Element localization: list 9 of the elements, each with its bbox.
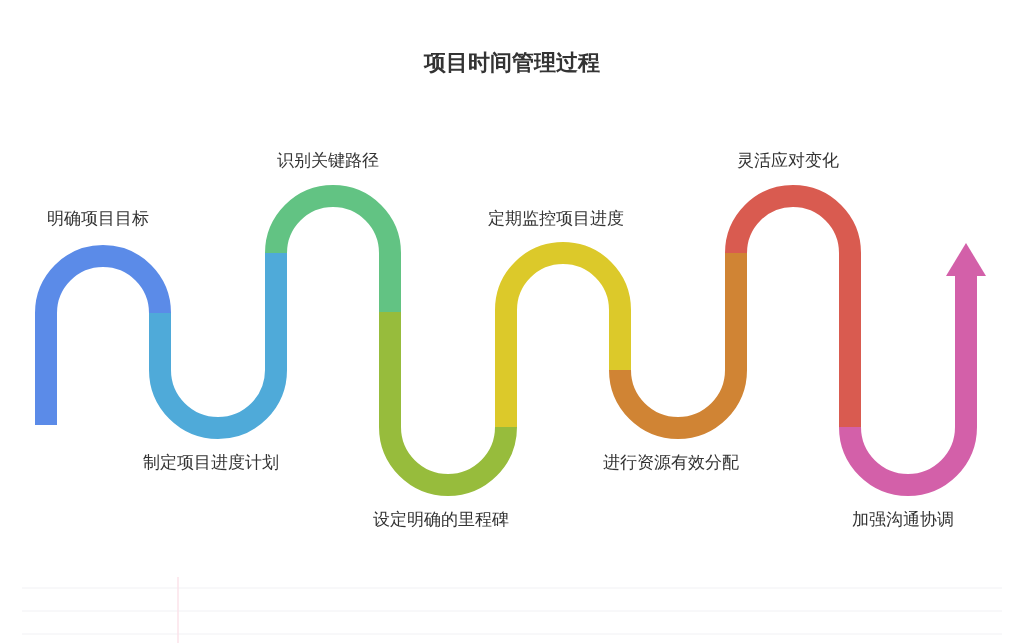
step-label: 定期监控项目进度 xyxy=(488,207,624,229)
step-label: 明确项目目标 xyxy=(47,207,149,229)
diagram-title: 项目时间管理过程 xyxy=(422,49,601,77)
step-label: 灵活应对变化 xyxy=(737,149,839,171)
step-label: 设定明确的里程碑 xyxy=(373,508,509,530)
step-label: 识别关键路径 xyxy=(277,149,379,171)
step-label: 进行资源有效分配 xyxy=(603,451,739,473)
step-label: 加强沟通协调 xyxy=(852,508,954,530)
step-label: 制定项目进度计划 xyxy=(143,451,279,473)
